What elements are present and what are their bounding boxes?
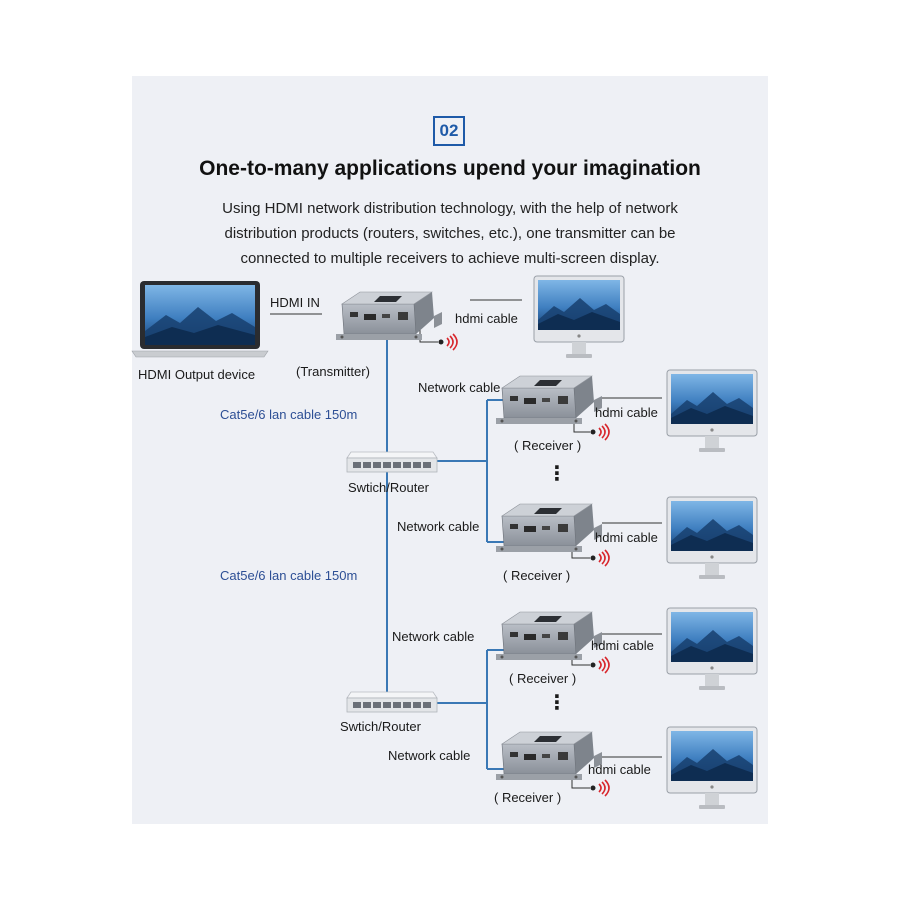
monitor-icon [533,275,625,359]
network-cable-label: Network cable [388,748,471,763]
hdmi-in-label: HDMI IN [270,295,320,310]
hdmi-cable-label: hdmi cable [595,530,658,545]
more-receivers-ellipsis: ⋮ [547,463,567,485]
description-line: connected to multiple receivers to achie… [240,250,660,267]
description-line: Using HDMI network distribution technolo… [222,200,678,217]
monitor-icon [666,369,758,453]
ir-signal-icon [589,779,610,797]
more-receivers-ellipsis: ⋮ [547,692,567,714]
monitor-icon [666,496,758,580]
description-line: distribution products (routers, switches… [224,225,676,242]
section-number-badge: 02 [433,116,465,146]
receiver-label: ( Receiver ) [509,671,577,686]
receiver-label: ( Receiver ) [514,438,582,453]
laptop-icon [131,281,269,358]
transmitter-device-icon [335,291,443,341]
hdmi-cable-label: hdmi cable [591,638,654,653]
switch-router-label: Swtich/Router [340,719,421,734]
receiver-device-icon [495,503,603,553]
network-cable-label: Network cable [392,629,475,644]
hdmi-cable-label: hdmi cable [588,762,651,777]
ir-signal-icon [589,549,610,567]
monitor-icon [666,726,758,810]
description: Using HDMI network distribution technolo… [190,196,710,271]
hdmi-output-device-label: HDMI Output device [138,367,256,382]
switch-router-label: Swtich/Router [348,480,429,495]
diagram-panel [132,76,768,824]
receiver-device-icon [495,731,603,781]
receiver-label: ( Receiver ) [503,568,571,583]
ir-signal-icon [437,333,458,351]
switch-icon [346,451,438,473]
ir-signal-icon [589,423,610,441]
monitor-icon [666,607,758,691]
network-cable-label: Network cable [397,519,480,534]
network-cable-label: Network cable [418,380,501,395]
lan-cable-label: Cat5e/6 lan cable 150m [220,407,358,422]
page-title: One-to-many applications upend your imag… [199,157,701,180]
ir-lead-tx [419,330,438,343]
transmitter-label: (Transmitter) [296,364,370,379]
receiver-device-icon [495,375,603,425]
switch-icon [346,691,438,713]
ir-signal-icon [589,656,610,674]
hdmi-cable-label: hdmi cable [455,311,518,326]
lan-cable-label: Cat5e/6 lan cable 150m [220,568,358,583]
receiver-device-icon [495,611,603,661]
receiver-label: ( Receiver ) [494,790,562,805]
hdmi-cable-label: hdmi cable [595,405,658,420]
